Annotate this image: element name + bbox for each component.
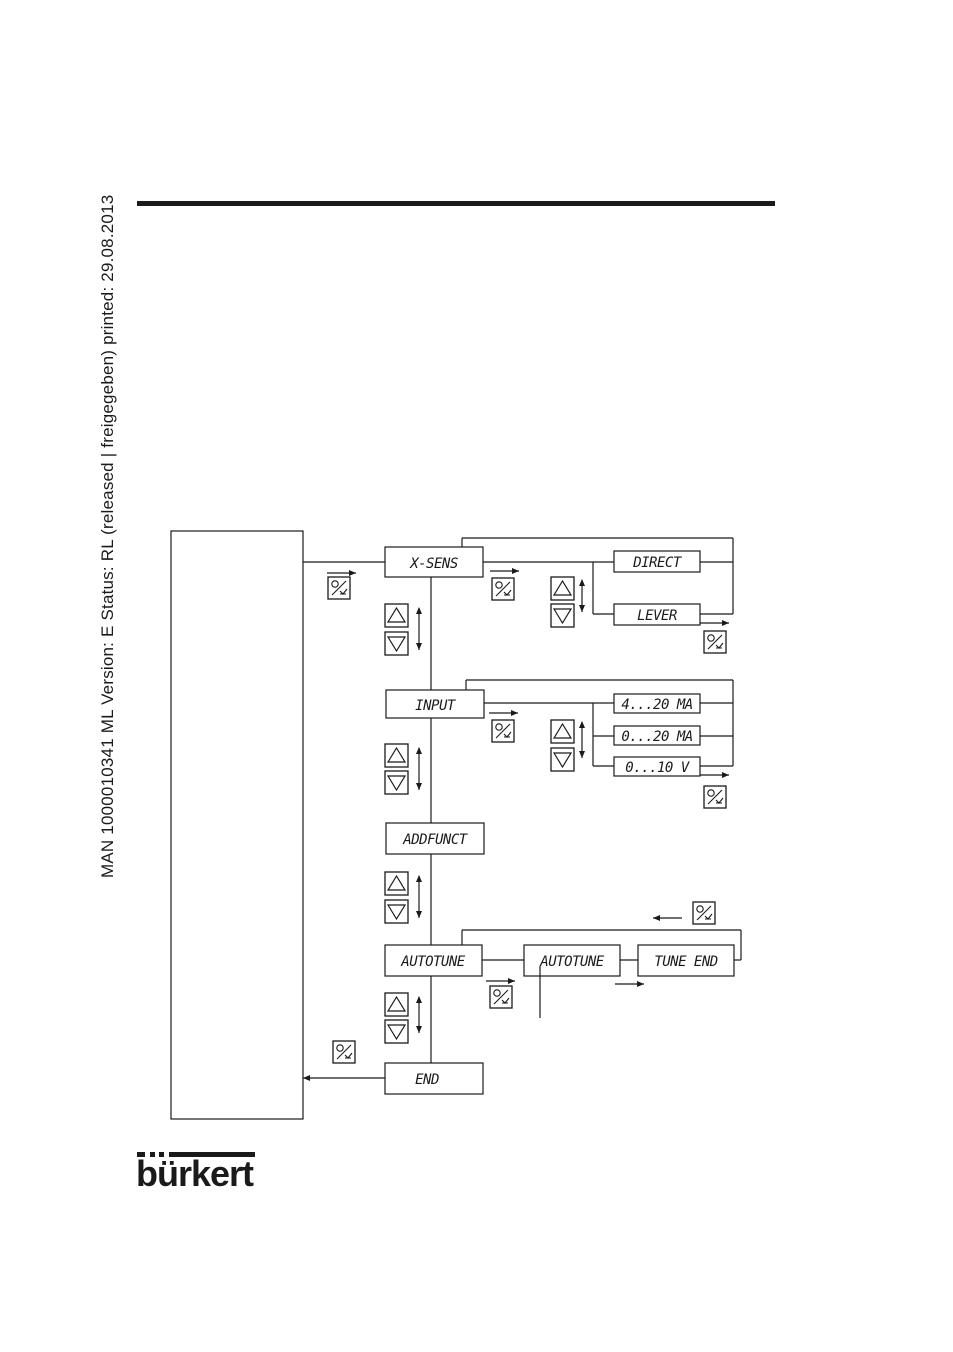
up-arrow-key-icon — [385, 744, 408, 767]
down-arrow-key-icon — [385, 1020, 408, 1043]
option-input-4-20ma[interactable]: 4...20 MA — [614, 694, 700, 713]
svg-text:DIRECT: DIRECT — [632, 555, 683, 571]
down-arrow-key-icon — [551, 604, 574, 627]
option-xsens-direct[interactable]: DIRECT — [614, 551, 700, 572]
menu-item-end[interactable]: END — [385, 1063, 483, 1094]
autotune-step-running: AUTOTUNE — [524, 945, 620, 976]
down-arrow-key-icon — [385, 900, 408, 923]
svg-text:AUTOTUNE: AUTOTUNE — [539, 954, 605, 970]
svg-text:4...20 MA: 4...20 MA — [621, 697, 692, 713]
enter-key-icon — [490, 986, 512, 1008]
enter-key-icon — [492, 578, 514, 600]
enter-key-icon — [492, 720, 514, 742]
svg-text:TUNE END: TUNE END — [654, 954, 718, 970]
enter-key-icon — [328, 577, 350, 599]
enter-key-icon — [333, 1041, 355, 1063]
svg-text:X-SENS: X-SENS — [409, 556, 458, 572]
option-input-0-20ma[interactable]: 0...20 MA — [614, 726, 700, 745]
svg-text:ADDFUNCT: ADDFUNCT — [402, 832, 469, 848]
menu-item-xsens[interactable]: X-SENS — [385, 547, 483, 577]
autotune-step-tune-end: TUNE END — [638, 945, 734, 976]
left-panel — [171, 531, 303, 1119]
up-arrow-key-icon — [551, 577, 574, 600]
svg-text:AUTOTUNE: AUTOTUNE — [400, 954, 466, 970]
svg-text:INPUT: INPUT — [415, 698, 457, 714]
buerkert-logo: bürkert — [136, 1152, 256, 1192]
up-arrow-key-icon — [385, 604, 408, 627]
option-input-0-10v[interactable]: 0...10 V — [614, 757, 700, 776]
enter-key-icon — [693, 902, 715, 924]
svg-text:0...20 MA: 0...20 MA — [621, 729, 692, 745]
menu-item-input[interactable]: INPUT — [386, 690, 484, 718]
up-arrow-key-icon — [385, 872, 408, 895]
option-xsens-lever[interactable]: LEVER — [614, 604, 700, 625]
enter-key-icon — [704, 631, 726, 653]
menu-item-addfunct[interactable]: ADDFUNCT — [386, 823, 484, 854]
svg-text:0...10 V: 0...10 V — [625, 760, 691, 776]
svg-text:END: END — [415, 1072, 439, 1088]
menu-item-autotune[interactable]: AUTOTUNE — [385, 945, 482, 976]
enter-key-icon — [704, 786, 726, 808]
up-arrow-key-icon — [551, 720, 574, 743]
down-arrow-key-icon — [385, 771, 408, 794]
up-arrow-key-icon — [385, 993, 408, 1016]
down-arrow-key-icon — [385, 632, 408, 655]
brand-name: bürkert — [136, 1154, 253, 1194]
down-arrow-key-icon — [551, 748, 574, 771]
svg-text:LEVER: LEVER — [637, 608, 677, 624]
